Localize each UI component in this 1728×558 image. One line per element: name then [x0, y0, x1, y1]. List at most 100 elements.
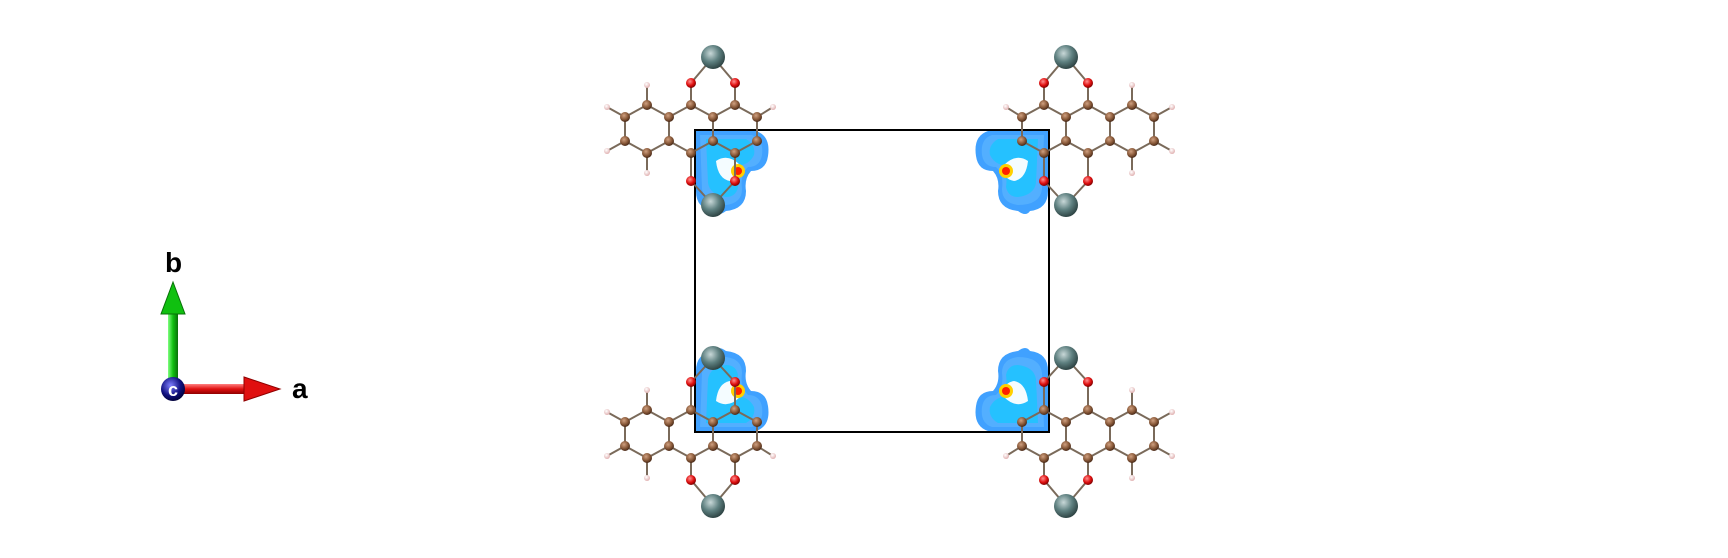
molecule-top-right	[1003, 45, 1175, 217]
carbon-atom	[642, 453, 652, 463]
carbon-atom	[708, 441, 718, 451]
carbon-atom	[664, 441, 674, 451]
carbon-atom	[1039, 453, 1049, 463]
hydrogen-atom	[1169, 104, 1175, 110]
oxygen-atom	[730, 475, 740, 485]
hydrogen-atom	[644, 387, 650, 393]
carbon-atom	[1127, 148, 1137, 158]
carbon-atom	[1105, 112, 1115, 122]
carbon-atom	[1149, 112, 1159, 122]
oxygen-atom	[1039, 377, 1049, 387]
hydrogen-atom	[1003, 453, 1009, 459]
hydrogen-atom	[604, 453, 610, 459]
carbon-atom	[664, 112, 674, 122]
carbon-atom	[752, 136, 762, 146]
carbon-atom	[1083, 148, 1093, 158]
a-axis-label: a	[292, 373, 308, 404]
metal-atom	[1054, 193, 1078, 217]
metal-atom	[701, 193, 725, 217]
carbon-atom	[620, 441, 630, 451]
carbon-atom	[1105, 441, 1115, 451]
oxygen-atom	[1039, 176, 1049, 186]
hydrogen-atom	[770, 104, 776, 110]
density-blob-top-right	[975, 131, 1048, 214]
oxygen-atom	[686, 377, 696, 387]
carbon-atom	[1149, 136, 1159, 146]
carbon-atom	[664, 136, 674, 146]
carbon-atom	[1039, 100, 1049, 110]
density-blob-bottom-right	[975, 348, 1048, 431]
oxygen-atom	[1039, 78, 1049, 88]
carbon-atom	[620, 417, 630, 427]
carbon-atom	[708, 136, 718, 146]
carbon-atom	[686, 100, 696, 110]
metal-atom	[701, 346, 725, 370]
carbon-atom	[686, 405, 696, 415]
hydrogen-atom	[1129, 475, 1135, 481]
carbon-atom	[1061, 441, 1071, 451]
c-axis-label: c	[168, 380, 178, 400]
hydrogen-atom	[644, 475, 650, 481]
carbon-atom	[1017, 112, 1027, 122]
oxygen-atom	[1083, 78, 1093, 88]
hydrogen-atom	[1169, 148, 1175, 154]
carbon-atom	[730, 453, 740, 463]
hydrogen-atom	[1003, 104, 1009, 110]
carbon-atom	[664, 417, 674, 427]
oxygen-atom	[1083, 475, 1093, 485]
carbon-atom	[642, 405, 652, 415]
carbon-atom	[1105, 417, 1115, 427]
carbon-atom	[752, 441, 762, 451]
hydrogen-atom	[1169, 409, 1175, 415]
carbon-atom	[1149, 441, 1159, 451]
carbon-atom	[642, 100, 652, 110]
carbon-atom	[1061, 136, 1071, 146]
carbon-atom	[730, 405, 740, 415]
carbon-atom	[1017, 136, 1027, 146]
hydrogen-atom	[770, 453, 776, 459]
molecule-bottom-right	[1003, 346, 1175, 518]
carbon-atom	[1061, 112, 1071, 122]
axis-compass-icon: c b a	[160, 247, 308, 404]
metal-atom	[1054, 346, 1078, 370]
b-axis-label: b	[165, 247, 182, 278]
metal-atom	[1054, 45, 1078, 69]
carbon-atom	[708, 112, 718, 122]
charge-density-isosurfaces	[696, 131, 1048, 431]
carbon-atom	[686, 148, 696, 158]
carbon-atom	[620, 136, 630, 146]
carbon-atom	[730, 148, 740, 158]
metal-atom	[701, 494, 725, 518]
hydrogen-atom	[1129, 170, 1135, 176]
carbon-atom	[1017, 441, 1027, 451]
oxygen-atom	[686, 475, 696, 485]
carbon-atom	[1083, 453, 1093, 463]
oxygen-atom	[730, 176, 740, 186]
metal-atom	[1054, 494, 1078, 518]
oxygen-atom	[730, 78, 740, 88]
oxygen-atom	[1083, 176, 1093, 186]
molecule-top-left	[604, 45, 776, 217]
carbon-atom	[1061, 417, 1071, 427]
carbon-atom	[752, 112, 762, 122]
b-axis-arrow	[160, 280, 186, 388]
carbon-atom	[1083, 100, 1093, 110]
hydrogen-atom	[604, 148, 610, 154]
c-axis-marker: c	[161, 377, 185, 401]
hydrogen-atom	[644, 82, 650, 88]
oxygen-atom	[686, 78, 696, 88]
hydrogen-atom	[1129, 387, 1135, 393]
oxygen-atom	[686, 176, 696, 186]
carbon-atom	[1105, 136, 1115, 146]
hydrogen-atom	[604, 104, 610, 110]
unit-cell-outline	[694, 129, 1050, 433]
carbon-atom	[730, 100, 740, 110]
hydrogen-atom	[1169, 453, 1175, 459]
carbon-atom	[708, 417, 718, 427]
hydrogen-atom	[604, 409, 610, 415]
oxygen-atom	[730, 377, 740, 387]
a-axis-arrow	[176, 376, 282, 402]
oxygen-atom	[1039, 475, 1049, 485]
hydrogen-atom	[644, 170, 650, 176]
